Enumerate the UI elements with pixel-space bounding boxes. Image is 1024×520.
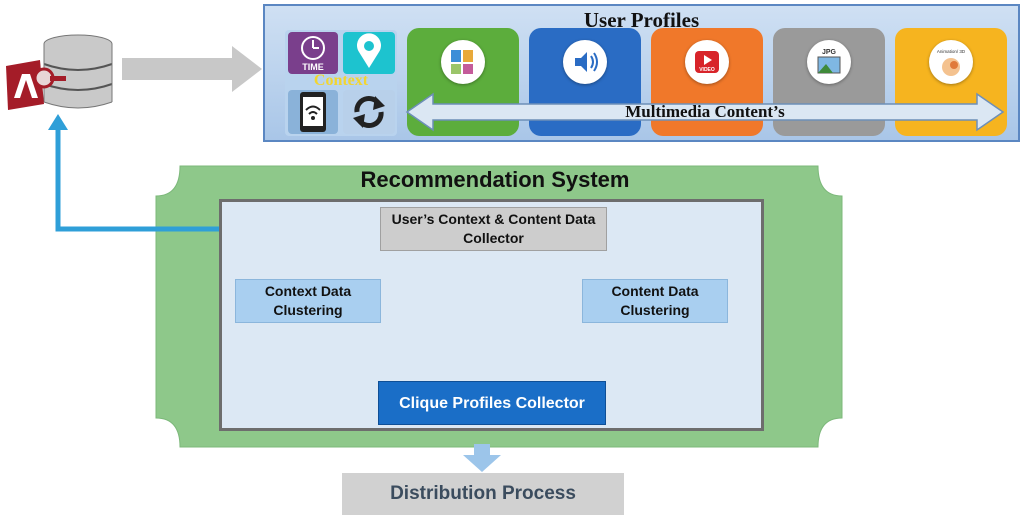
multimedia-double-arrow [405, 92, 1005, 132]
video-icon: VIDEO [685, 40, 729, 84]
sync-icon [353, 96, 385, 128]
data-collector-box: User’s Context & Content Data Collector [380, 207, 607, 251]
sync-tile [343, 90, 395, 134]
jpg-icon: JPG [807, 40, 851, 84]
context-group: TIME [285, 30, 397, 136]
animation-badge: Animation/ 3D [937, 49, 966, 54]
jpg-badge: JPG [822, 49, 837, 56]
database-icon [6, 34, 113, 110]
user-profiles-panel: User Profiles TIME [263, 4, 1020, 142]
clock-icon [301, 36, 325, 60]
phone-wifi-tile [288, 90, 338, 134]
access-key-icon [6, 60, 66, 110]
content-clustering-box: Content Data Clustering [582, 279, 728, 323]
location-pin-icon [357, 33, 381, 68]
distribution-process-box: Distribution Process [342, 473, 624, 515]
multimedia-label-wrap: Multimedia Content’s [405, 92, 1005, 132]
documents-icon [441, 40, 485, 84]
distribution-arrow [463, 444, 501, 472]
time-tile: TIME [288, 32, 338, 74]
animation-icon: Animation/ 3D [929, 40, 973, 84]
time-label: TIME [302, 62, 324, 72]
location-tile [343, 32, 395, 74]
context-clustering-box: Context Data Clustering [235, 279, 381, 323]
speaker-icon [563, 40, 607, 84]
db-arrowhead [48, 114, 68, 130]
phone-wifi-icon [300, 92, 326, 132]
multimedia-label: Multimedia Content’s [625, 102, 785, 121]
db-to-profiles-arrow [122, 46, 262, 92]
context-label: Context [313, 72, 369, 89]
recommendation-title: Recommendation System [360, 167, 630, 192]
video-badge: VIDEO [699, 67, 715, 73]
clique-collector-box: Clique Profiles Collector [378, 381, 606, 425]
